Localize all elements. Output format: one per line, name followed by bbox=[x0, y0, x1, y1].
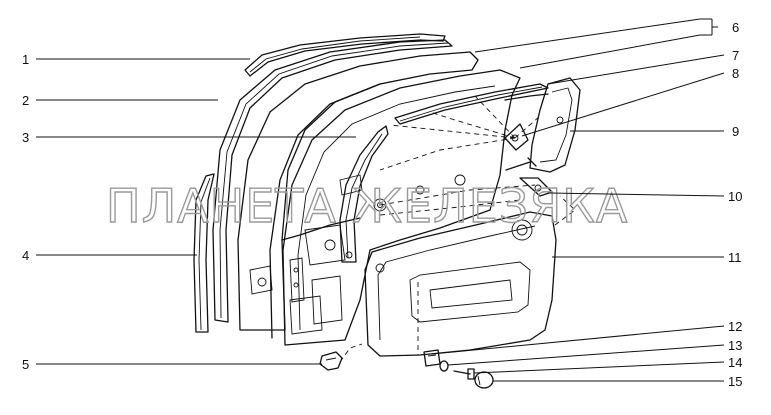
callout-9: 9 bbox=[732, 124, 739, 139]
leader-lines-right bbox=[431, 18, 725, 382]
screw-parts bbox=[505, 157, 553, 197]
part-3-window-channel bbox=[339, 125, 389, 263]
part-4-vertical-seal bbox=[193, 173, 215, 333]
part-5-clip bbox=[319, 351, 343, 371]
callout-4: 4 bbox=[22, 248, 29, 263]
watermark-text: ПЛАНЕТА ЖЕЛЕЗЯКА bbox=[106, 179, 628, 233]
callout-14: 14 bbox=[728, 355, 742, 370]
part-13-washer bbox=[439, 360, 449, 372]
callout-13: 13 bbox=[728, 338, 742, 353]
part-2-frame-seal bbox=[212, 39, 453, 323]
part-12-retainer bbox=[423, 349, 441, 367]
part-15-cap bbox=[474, 371, 494, 389]
callout-2: 2 bbox=[22, 93, 29, 108]
part-11-trim-panel bbox=[364, 211, 557, 357]
callout-5: 5 bbox=[22, 357, 29, 372]
part-14-screw bbox=[453, 368, 475, 380]
callout-6: 6 bbox=[732, 20, 739, 35]
callout-12: 12 bbox=[728, 319, 742, 334]
callout-3: 3 bbox=[22, 130, 29, 145]
callout-11: 11 bbox=[728, 250, 742, 265]
part-1-seal-strip bbox=[244, 33, 446, 77]
leader-lines-left bbox=[36, 58, 356, 365]
part-9-corner-trim bbox=[529, 77, 581, 173]
callout-1: 1 bbox=[22, 52, 29, 67]
door-body bbox=[237, 51, 479, 339]
callout-10: 10 bbox=[728, 189, 742, 204]
callout-8: 8 bbox=[732, 66, 739, 81]
callout-7: 7 bbox=[732, 48, 739, 63]
part-7-8-upper-trim bbox=[394, 83, 549, 125]
callout-15: 15 bbox=[728, 374, 742, 389]
assembly-dashed-lines bbox=[339, 95, 576, 363]
